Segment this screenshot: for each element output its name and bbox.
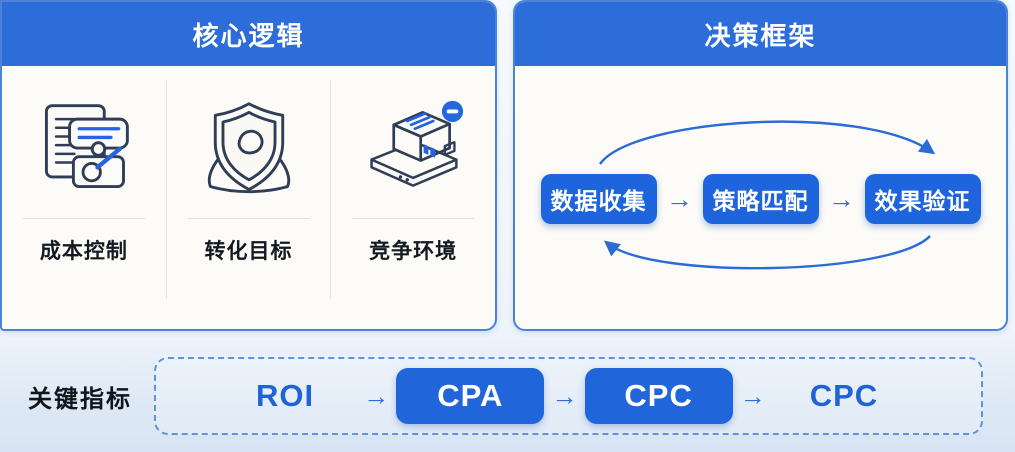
metric-cpc-chip[interactable]: CPC: [584, 368, 733, 424]
key-metrics-strip: 关键指标 ROI → CPA → CPC → CPC: [0, 340, 1015, 452]
divider: [330, 80, 332, 299]
cycle-arrow-bottom: [603, 235, 931, 270]
core-item-label: 竞争环境: [369, 240, 458, 263]
divider: [352, 218, 475, 219]
core-logic-panel: 核心逻辑: [0, 0, 497, 331]
metric-cpc-text: CPC: [809, 378, 879, 413]
flow-arrow-icon: →: [828, 184, 855, 214]
metric-roi: ROI: [255, 378, 315, 413]
flow-step-data-collection[interactable]: 数据收集: [540, 174, 657, 224]
isometric-box-icon: [355, 88, 471, 210]
decision-framework-header: 决策框架: [515, 2, 1006, 66]
key-metrics-label: 关键指标: [28, 385, 132, 413]
core-logic-title: 核心逻辑: [192, 20, 305, 51]
key-metrics-box: ROI → CPA → CPC → CPC: [154, 357, 983, 435]
flow-arrow-icon: →: [666, 184, 693, 214]
core-item-conversion-goal: 转化目标: [167, 66, 331, 329]
metric-arrow-icon: →: [739, 380, 766, 411]
core-item-label: 成本控制: [39, 240, 128, 263]
core-logic-columns: 成本控制 转化目标: [2, 66, 495, 329]
divider: [187, 218, 310, 219]
cycle-arrow-top: [599, 120, 936, 165]
divider: [22, 218, 145, 219]
shield-person-icon: [191, 88, 307, 210]
metric-arrow-icon: →: [551, 380, 578, 411]
core-logic-header: 核心逻辑: [2, 2, 495, 66]
divider: [165, 80, 167, 299]
core-item-cost-control: 成本控制: [2, 66, 166, 329]
metric-arrow-icon: →: [363, 380, 390, 411]
core-item-label: 转化目标: [204, 240, 293, 263]
metric-cpa-chip[interactable]: CPA: [396, 368, 545, 424]
flow-step-effect-verification[interactable]: 效果验证: [864, 174, 981, 224]
decision-framework-title: 决策框架: [704, 20, 817, 51]
documents-pen-icon: [26, 88, 142, 210]
decision-framework-panel: 决策框架 数据收集 → 策略匹配 → 效果验证: [513, 0, 1008, 331]
flow-step-strategy-matching[interactable]: 策略匹配: [702, 174, 819, 224]
core-item-competition: 竞争环境: [331, 66, 495, 329]
decision-flow-row: 数据收集 → 策略匹配 → 效果验证: [515, 174, 1006, 224]
